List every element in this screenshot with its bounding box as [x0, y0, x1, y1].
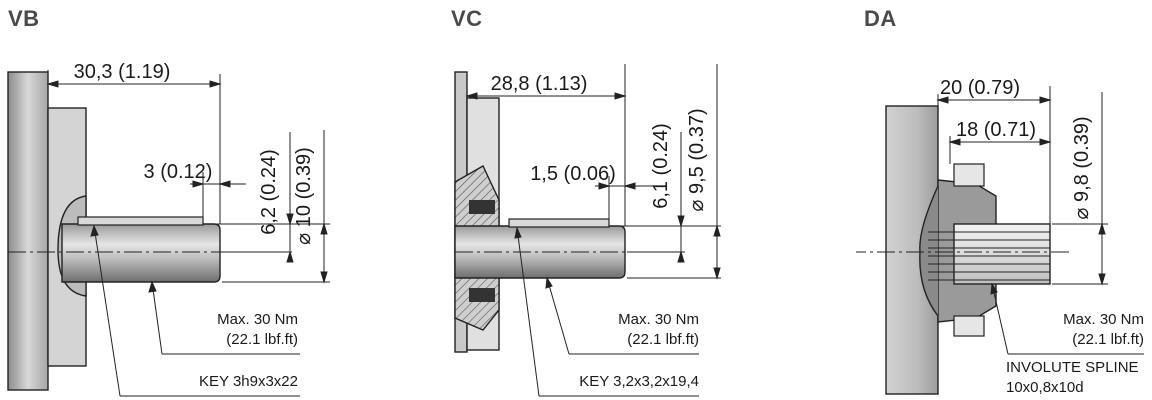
- spline-shaft: [928, 223, 1051, 285]
- shaft-drawing-da: 20 (0.79) 18 (0.71) ⌀ 9,8 (0.39) Max. 30…: [856, 77, 1144, 396]
- diameter-dimension: ⌀ 9,8 (0.39): [1071, 116, 1093, 219]
- diameter-dimension: ⌀ 10 (0.39): [293, 147, 315, 245]
- torque-line-2: (22.1 lbf.ft): [226, 331, 298, 348]
- inner-length-dimension: 18 (0.71): [956, 119, 1036, 141]
- key-height-dimension: 6,1 (0.24): [650, 123, 672, 209]
- outer-length-dimension: 20 (0.79): [940, 77, 1020, 99]
- key-offset-dimension: 3 (0.12): [144, 161, 213, 183]
- extension-lines: [466, 64, 721, 279]
- key-spec: KEY 3h9x3x22: [199, 373, 298, 390]
- leader-lines: [990, 282, 1144, 355]
- torque-line-1: Max. 30 Nm: [217, 311, 298, 328]
- spline-spec-line-2: 10x0,8x10d: [1006, 379, 1084, 396]
- panel-vc: VC: [443, 0, 827, 400]
- panel-title: VC: [451, 6, 483, 31]
- extension-lines: [937, 86, 1108, 285]
- shaft: [61, 216, 221, 283]
- leader-lines: [90, 224, 300, 397]
- extension-lines: [47, 70, 330, 283]
- panel-title: DA: [864, 6, 897, 31]
- torque-line-2: (22.1 lbf.ft): [1072, 331, 1144, 348]
- shaft-key: [508, 218, 610, 228]
- shaft-key: [77, 216, 204, 226]
- key-height-dimension: 6,2 (0.24): [258, 149, 280, 235]
- panel-title: VB: [8, 6, 40, 31]
- length-dimension: 30,3 (1.19): [74, 61, 171, 83]
- torque-line-1: Max. 30 Nm: [1063, 311, 1144, 328]
- diameter-dimension: ⌀ 9,5 (0.37): [686, 108, 708, 211]
- shaft-drawing-vb: 30,3 (1.19) 3 (0.12) 6,2 (0.24) ⌀ 10 (0.…: [7, 61, 330, 397]
- panel-da: DA: [856, 0, 1152, 400]
- dimension-lines: [46, 80, 328, 284]
- torque-line-1: Max. 30 Nm: [618, 311, 699, 328]
- dimension-lines: [936, 92, 1106, 286]
- panel-vb: VB: [0, 0, 384, 400]
- key-spec: KEY 3,2x3,2x19,4: [579, 373, 699, 390]
- shaft: [454, 218, 626, 279]
- leader-lines: [514, 226, 699, 397]
- shaft-drawing-vc: 28,8 (1.13) 1,5 (0.06) 6,1 (0.24) ⌀ 9,5 …: [454, 64, 721, 397]
- key-offset-dimension: 1,5 (0.06): [530, 163, 616, 185]
- torque-line-2: (22.1 lbf.ft): [627, 331, 699, 348]
- spline-spec-line-1: INVOLUTE SPLINE: [1006, 359, 1139, 376]
- housing-flange: [454, 71, 500, 353]
- dimension-lines: [465, 64, 721, 280]
- length-dimension: 28,8 (1.13): [491, 73, 588, 95]
